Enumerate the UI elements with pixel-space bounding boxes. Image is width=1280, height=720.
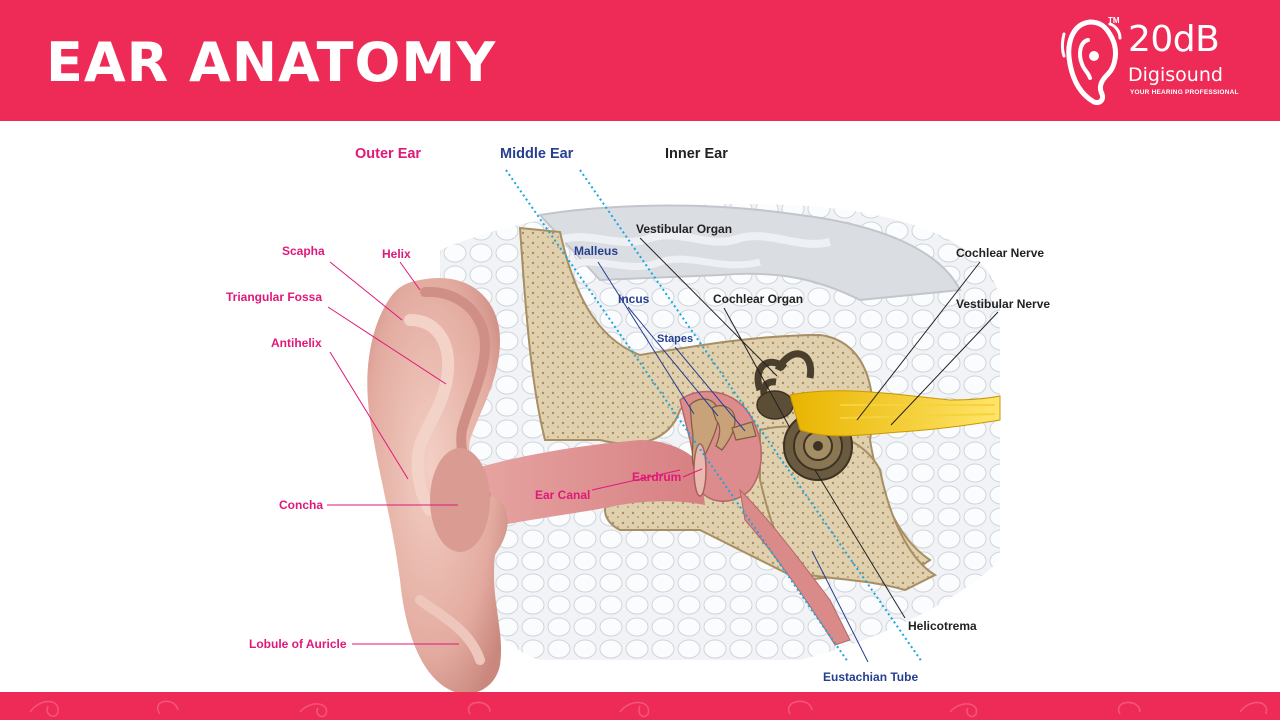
label-antihelix: Antihelix [271, 336, 322, 350]
section-outer-ear: Outer Ear [355, 146, 422, 162]
middle-leader-lines [597, 261, 869, 663]
label-cochlear-nerve: Cochlear Nerve [956, 246, 1045, 260]
logo-brand: 20dB [1128, 19, 1220, 60]
brain-folds [538, 204, 962, 302]
label-malleus: Malleus [574, 244, 619, 258]
label-incus: Incus [618, 292, 650, 306]
label-cochlear-organ: Cochlear Organ [713, 292, 804, 306]
label-eustachian-tube: Eustachian Tube [823, 670, 919, 684]
label-vestibular-organ: Vestibular Organ [636, 222, 733, 236]
label-lobule: Lobule of Auricle [249, 637, 347, 651]
label-ear-canal: Ear Canal [535, 488, 591, 502]
header-bar: EAR ANATOMY TM 20dB Digisound YOUR HEARI… [0, 0, 1280, 121]
label-concha: Concha [279, 498, 324, 512]
ear-anatomy-illustration [327, 169, 1001, 692]
label-triangular-fossa: Triangular Fossa [226, 290, 323, 304]
ear-hand-logo-icon [1061, 19, 1122, 105]
label-stapes: Stapes [657, 333, 694, 345]
label-helicotrema: Helicotrema [908, 619, 977, 633]
stapes-bone [731, 421, 757, 441]
logo-tagline: YOUR HEARING PROFESSIONAL [1130, 89, 1239, 96]
incus-bone [711, 405, 736, 451]
label-eardrum: Eardrum [632, 470, 682, 484]
logo-name: Digisound [1128, 64, 1223, 86]
eustachian-tube [739, 488, 851, 646]
ear-diagram: Outer Ear Middle Ear Inner Ear Scapha He… [0, 121, 1280, 692]
antihelix-ridge [404, 314, 455, 516]
footer-bar [0, 692, 1280, 720]
inner-leader-lines [639, 237, 999, 619]
nerve-fibers [839, 404, 996, 419]
label-scapha: Scapha [282, 244, 325, 258]
vestibule [756, 390, 794, 420]
label-helix: Helix [382, 247, 411, 261]
section-inner-ear: Inner Ear [665, 146, 728, 162]
logo-trademark: TM [1108, 16, 1120, 25]
outer-leader-lines [327, 261, 703, 645]
concha-bowl [430, 448, 490, 552]
lobule [415, 595, 485, 665]
brain-gyri-lower [568, 255, 761, 271]
nerve-bundle [789, 390, 1001, 437]
ear-canal [470, 440, 705, 530]
brain-gyri [558, 231, 832, 248]
footer-pattern [29, 700, 1268, 718]
brand-logo: TM 20dB Digisound YOUR HEARING PROFESSIO… [1060, 14, 1260, 106]
label-vestibular-nerve: Vestibular Nerve [956, 297, 1051, 311]
page-title: EAR ANATOMY [46, 31, 497, 94]
section-middle-ear: Middle Ear [500, 146, 574, 162]
